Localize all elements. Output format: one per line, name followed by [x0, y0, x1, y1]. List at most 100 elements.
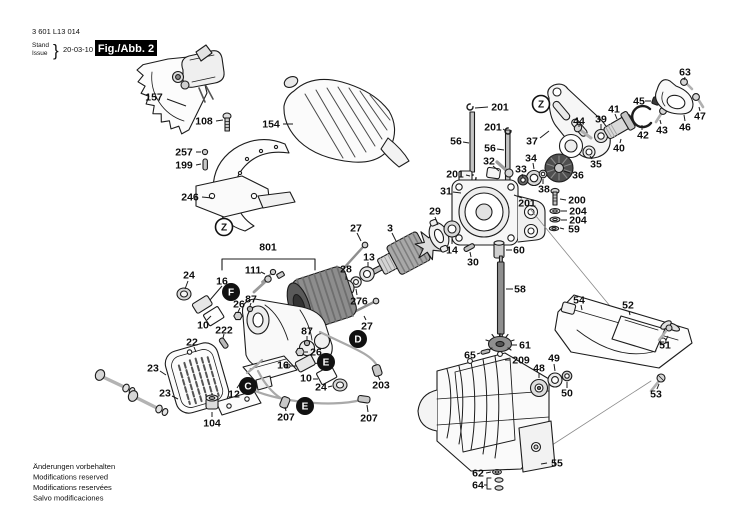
part-label-46: 46: [679, 122, 691, 134]
leader-line-40: [619, 138, 622, 144]
leader-line-203: [377, 375, 381, 381]
part-label-54: 54: [573, 295, 585, 307]
part-label-87: 87: [245, 294, 257, 306]
part-label-201: 201: [518, 198, 536, 210]
marker-circle-C: [239, 377, 257, 395]
part-label-157: 157: [145, 92, 163, 104]
figure-label: Fig./Abb. 2: [98, 43, 154, 55]
part-104-nut: [205, 394, 219, 410]
leader-line-47: [698, 106, 701, 112]
part-label-65: 65: [464, 350, 476, 362]
marker-letter-F: F: [228, 288, 234, 299]
part-label-38: 38: [538, 184, 550, 196]
part-label-43: 43: [656, 125, 668, 137]
part-35-ring: [582, 145, 596, 159]
part-204-washer: [549, 208, 561, 214]
part-label-62: 62: [472, 468, 484, 480]
part-label-28: 28: [340, 264, 352, 276]
part-label-35: 35: [590, 159, 602, 171]
part-label-27: 27: [361, 321, 373, 333]
leader-line-16: [209, 285, 223, 301]
marker-circle-F: [222, 283, 240, 301]
leader-line-222: [222, 333, 225, 339]
leader-line-23: [159, 370, 167, 376]
part-label-276: 276: [350, 296, 368, 308]
part-55-base: [417, 351, 556, 473]
footer-line-de: Änderungen vorbehalten: [33, 462, 115, 471]
leader-line-54: [580, 304, 583, 311]
view-marker-E: E: [317, 353, 335, 371]
leader-line-59: [559, 227, 565, 230]
part-label-108: 108: [195, 116, 213, 128]
part-154-upper-guard: [283, 76, 410, 168]
leader-line-26: [237, 307, 241, 313]
part-label-60: 60: [513, 245, 525, 257]
leader-line-46: [683, 114, 686, 122]
part-label-104: 104: [203, 418, 221, 430]
marker-circle-E: [317, 353, 335, 371]
leader-line-201: [465, 174, 471, 177]
part-60-spacer: [493, 240, 505, 259]
marker-letter-Z: Z: [221, 223, 227, 234]
part-number: 3 601 L13 014: [32, 27, 80, 36]
part-label-29: 29: [429, 206, 441, 218]
leader-line-55: [540, 462, 548, 465]
part-label-31: 31: [440, 186, 452, 198]
part-49-disc: [547, 372, 563, 388]
marker-letter-E: E: [302, 402, 309, 413]
part-label-154: 154: [262, 119, 280, 131]
part-label-27: 27: [350, 223, 362, 235]
group-801-bracket: [221, 258, 316, 271]
part-50-nut: [561, 370, 573, 382]
title-block: 3 601 L13 014 Stand Issue } 20-03-10 Fig…: [32, 27, 157, 60]
part-label-111: 111: [245, 265, 262, 277]
brush-assembly-left: [176, 268, 285, 349]
part-label-199: 199: [175, 160, 193, 172]
part-38-ring: [538, 169, 548, 179]
part-44-screw: [573, 123, 593, 140]
part-label-200: 200: [568, 195, 586, 207]
part-201-clip: [504, 127, 512, 135]
part-label-50: 50: [561, 388, 573, 400]
view-marker-F: F: [222, 283, 240, 301]
leader-line-87: [249, 302, 252, 307]
issue-label: Issue: [32, 50, 48, 57]
part-label-204: 204: [569, 206, 587, 218]
leader-line-56: [462, 141, 470, 144]
part-label-12: 12: [228, 389, 240, 401]
part-label-58: 58: [514, 284, 526, 296]
part-36-gear: [544, 153, 574, 183]
footer-notes: Änderungen vorbehalten Modifications res…: [33, 462, 115, 503]
part-41-collar: [620, 111, 636, 131]
part-label-56: 56: [450, 136, 462, 148]
part-48-disc: [529, 378, 549, 398]
part-46-cover-plate: [654, 79, 694, 115]
part-label-207: 207: [277, 412, 295, 424]
part-label-48: 48: [533, 363, 545, 375]
part-56-rod: [469, 111, 476, 173]
leader-line-41: [614, 113, 618, 120]
part-label-33: 33: [515, 164, 527, 176]
part-label-23: 23: [147, 363, 159, 375]
part-label-40: 40: [613, 143, 625, 155]
part-201-clip: [466, 103, 474, 111]
part-51-wing-bolt: [657, 320, 681, 342]
part-59-washer: [548, 225, 560, 232]
leader-line-199: [195, 163, 202, 166]
part-64-washers: [486, 477, 504, 491]
part-65-pin: [480, 348, 491, 355]
brace-glyph: }: [53, 41, 59, 60]
part-label-47: 47: [694, 111, 706, 123]
part-label-30: 30: [467, 257, 479, 269]
marker-letter-D: D: [354, 335, 361, 346]
leader-line-63: [683, 76, 686, 81]
part-label-51: 51: [659, 340, 671, 352]
leader-line-108: [215, 119, 224, 122]
issue-date: 20-03-10: [63, 45, 93, 54]
leader-line-24: [327, 385, 333, 388]
part-246-lower-guard: [195, 138, 296, 232]
part-207-connector: [279, 396, 291, 409]
part-33-washer: [517, 174, 529, 186]
marker-letter-Z: Z: [538, 100, 544, 111]
part-label-26: 26: [233, 299, 245, 311]
